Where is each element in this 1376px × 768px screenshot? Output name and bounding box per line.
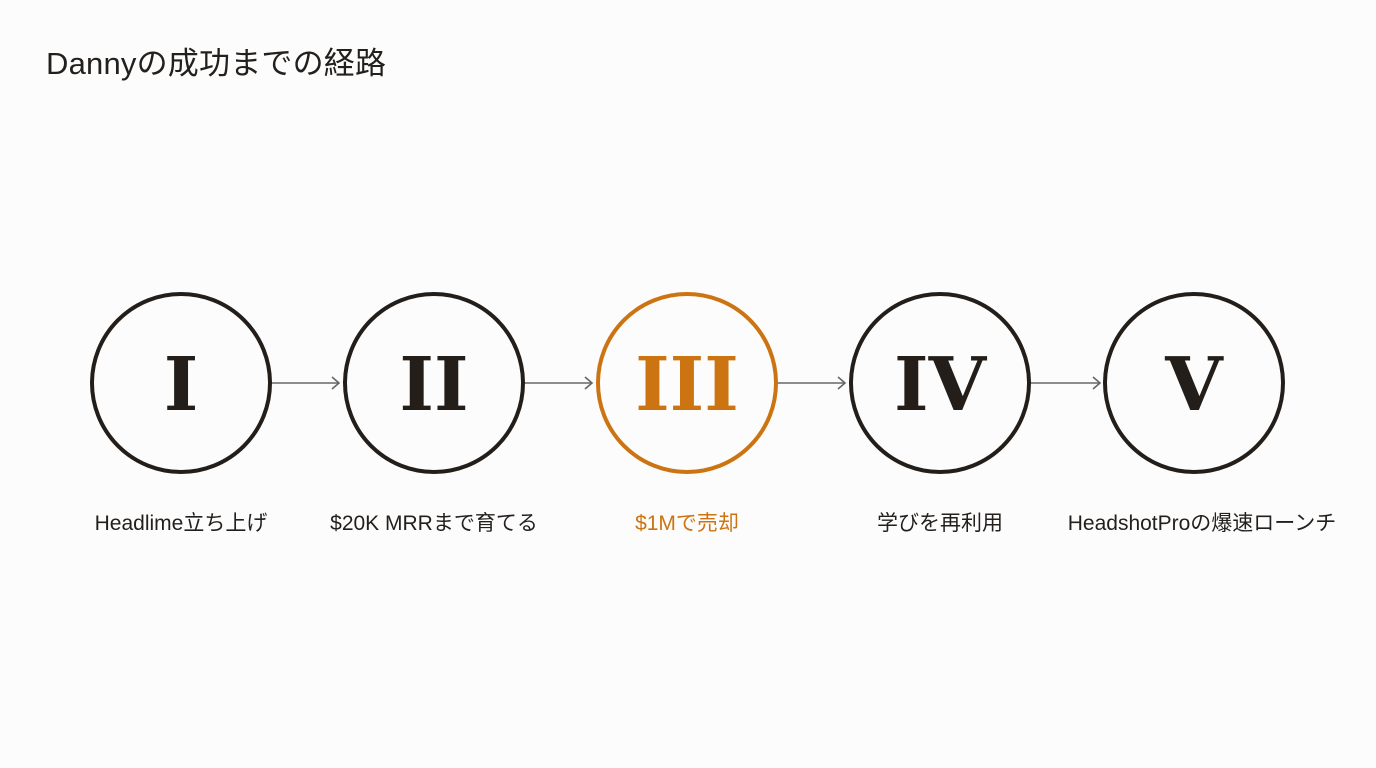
step-5-label: HeadshotProの爆速ローンチ <box>1067 512 1337 535</box>
step-3-circle: III <box>596 292 778 474</box>
arrow-right-icon <box>525 376 594 390</box>
step-5-circle: V <box>1103 292 1285 474</box>
step-2-numeral: II <box>399 342 469 428</box>
arrow-right-icon <box>272 376 341 390</box>
step-1-numeral: I <box>163 342 199 428</box>
step-3-label: $1Mで売却 <box>635 512 739 535</box>
step-3-numeral: III <box>635 342 739 428</box>
step-1-circle: I <box>90 292 272 474</box>
arrow-right-icon <box>778 376 847 390</box>
step-4-circle: IV <box>849 292 1031 474</box>
arrow-right-icon <box>1031 376 1102 390</box>
page-title: Dannyの成功までの経路 <box>46 46 387 81</box>
step-2-circle: II <box>343 292 525 474</box>
step-1-label: Headlime立ち上げ <box>94 512 268 535</box>
step-5-numeral: V <box>1165 342 1223 428</box>
step-4-label: 学びを再利用 <box>877 512 1003 535</box>
step-4-numeral: IV <box>893 342 987 428</box>
step-2-label: $20K MRRまで育てる <box>330 512 538 535</box>
